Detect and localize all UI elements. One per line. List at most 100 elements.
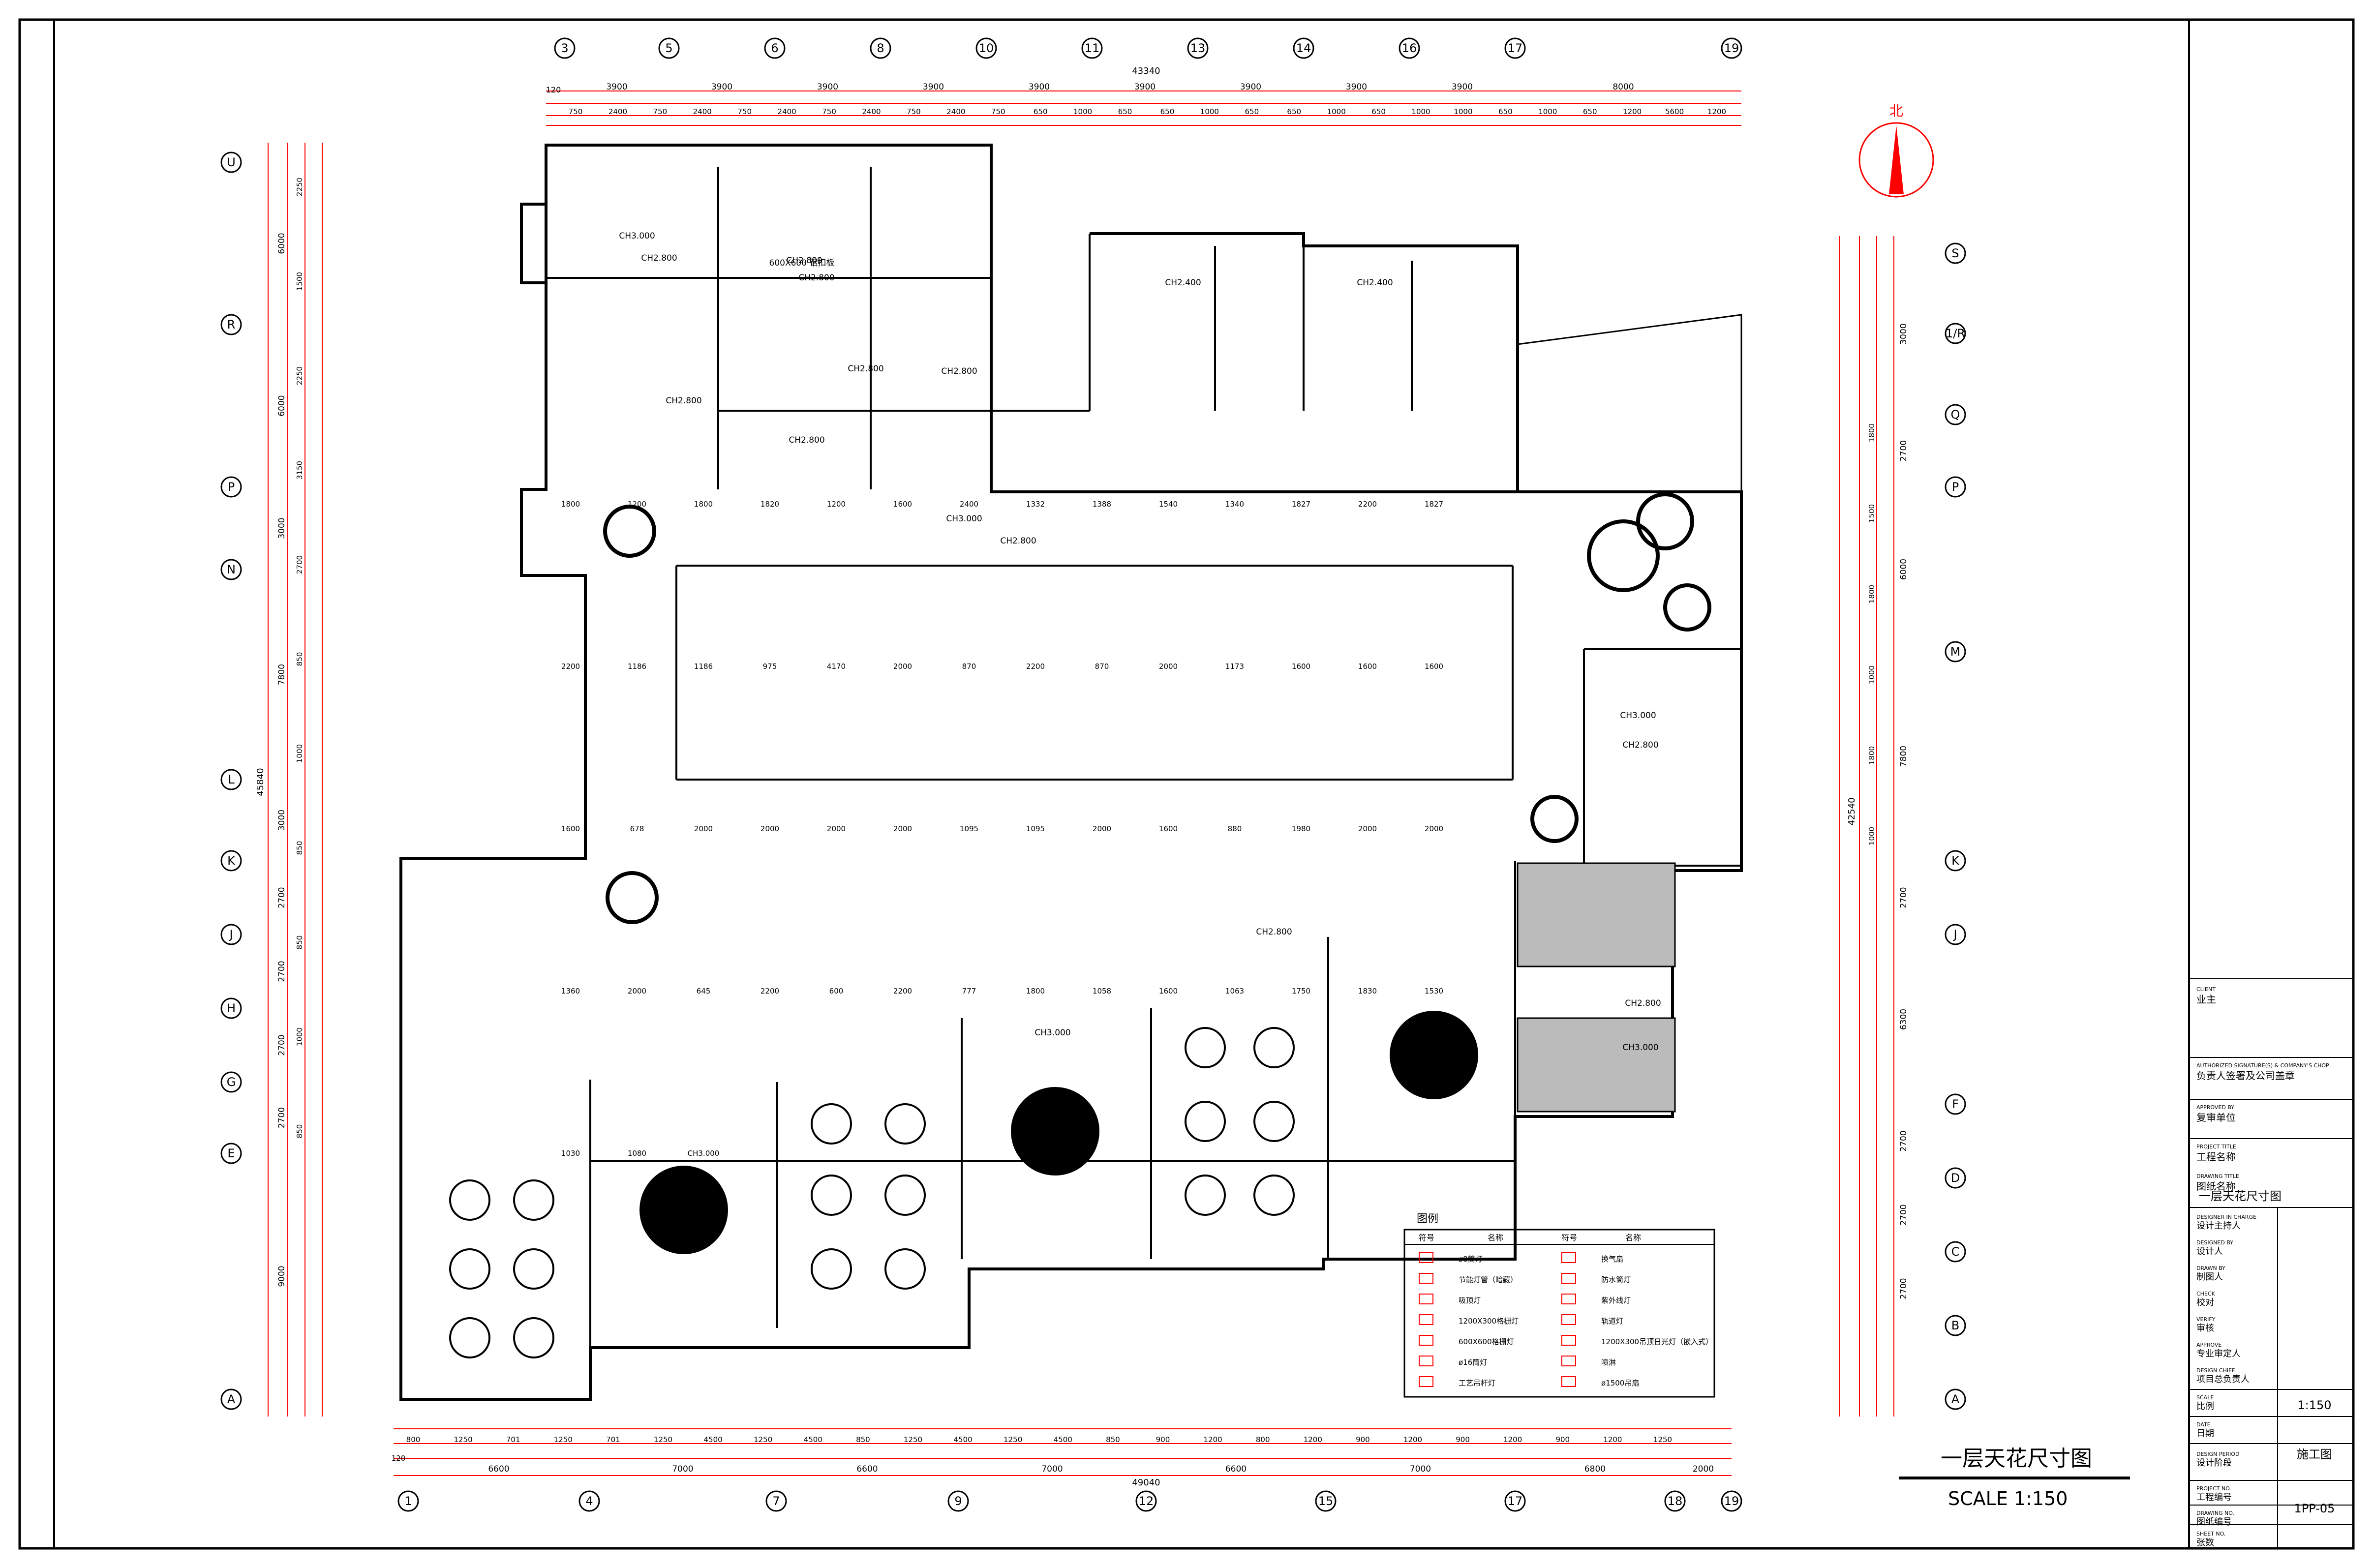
dim-bottom-span: 7000	[1041, 1464, 1063, 1474]
room-ceiling-label: CH2.800	[786, 256, 822, 266]
dim-top-sub: 650	[1498, 107, 1513, 116]
dim-top-sub: 750	[822, 107, 836, 116]
dim-left-sub: 850	[295, 652, 304, 666]
plan-dim-text: 2000	[827, 824, 846, 833]
inner-frame	[53, 19, 2190, 1549]
legend-item-right: ø1500吊扇	[1601, 1379, 1639, 1387]
plan-dim-text: 2000	[628, 987, 646, 995]
title-block-row-label: DESIGN PERIOD	[2196, 1451, 2240, 1457]
dim-top-sub: 2400	[946, 107, 965, 116]
title-block-field-value: 工程名称	[2196, 1151, 2236, 1163]
dim-right-sub: 1800	[1867, 585, 1876, 603]
left-dimension-lines	[268, 143, 323, 1417]
room-ceiling-label: CH3.000	[1622, 1043, 1658, 1053]
plan-dim-text: 1827	[1292, 500, 1310, 509]
title-block-field-value: 复审单位	[2196, 1112, 2236, 1123]
grid-left-G: G	[220, 1071, 242, 1093]
dim-top-sub: 650	[1371, 107, 1386, 116]
dim-right-span: 2700	[1899, 887, 1909, 908]
plan-dim-text: 1186	[628, 662, 646, 671]
legend-symbol	[1419, 1294, 1433, 1304]
dim-right-span: 7800	[1899, 746, 1909, 767]
room-ceiling-label: CH2.400	[1357, 278, 1393, 288]
dim-top-sub: 750	[991, 107, 1005, 116]
dim-right-span: 2700	[1899, 1204, 1909, 1225]
grid-bottom-4: 4	[578, 1490, 600, 1512]
legend-box	[1403, 1229, 1715, 1398]
grid-top-10: 10	[975, 37, 997, 59]
plan-dim-text: 870	[1095, 662, 1109, 671]
dim-top-sub: 1000	[1454, 107, 1472, 116]
dim-top-sub: 650	[1118, 107, 1132, 116]
grid-right-A: A	[1945, 1388, 1966, 1410]
room-ceiling-label: CH3.000	[619, 231, 655, 241]
dim-top-span: 8000	[1612, 82, 1634, 92]
dim-bottom-sub: 1250	[654, 1435, 672, 1444]
plan-dim-text: 1600	[561, 824, 580, 833]
room-ceiling-label: CH2.800	[789, 435, 824, 445]
title-block-drawing-name: 一层天花尺寸图	[2199, 1189, 2282, 1203]
plan-dim-text: 1030	[561, 1149, 580, 1158]
plan-dim-text: 1600	[1358, 662, 1377, 671]
dim-bottom-sub: 1200	[1304, 1435, 1322, 1444]
dim-top-sub: 2400	[862, 107, 881, 116]
room-ceiling-label: CH2.800	[666, 396, 701, 406]
title-block-row-value: 设计主持人	[2196, 1221, 2241, 1231]
grid-left-N: N	[220, 559, 242, 580]
plan-dim-text: 880	[1228, 824, 1242, 833]
dim-left-sub: 1000	[295, 1027, 304, 1046]
dim-left-sub: 2700	[295, 555, 304, 574]
plan-dim-text: 1820	[761, 500, 779, 509]
dim-right-span: 6000	[1899, 559, 1909, 580]
title-block-row-value: 张数	[2196, 1538, 2214, 1548]
plan-dim-text: 1332	[1026, 500, 1045, 509]
grid-right-P-label: P	[1952, 480, 1959, 494]
dim-right-span: 6300	[1899, 1009, 1909, 1030]
top-dimension-lines	[546, 90, 1741, 126]
dim-bottom-sub: 900	[1555, 1435, 1570, 1444]
grid-right-C-label: C	[1951, 1245, 1960, 1259]
dim-bottom-span: 6600	[488, 1464, 509, 1474]
grid-right-K: K	[1945, 850, 1966, 872]
plan-dim-text: 1980	[1292, 824, 1310, 833]
room-ceiling-label: CH3.000	[1620, 711, 1656, 721]
title-block-row-value: 设计人	[2196, 1246, 2223, 1257]
grid-bottom-4-label: 4	[585, 1494, 593, 1508]
dim-right-sub: 1500	[1867, 504, 1876, 523]
dim-top-sub: 650	[1160, 107, 1175, 116]
legend-item-right: 防水筒灯	[1601, 1275, 1631, 1284]
dim-top-span: 3900	[923, 82, 944, 92]
plan-dim-text: 1360	[561, 987, 580, 995]
grid-left-U: U	[220, 151, 242, 173]
grid-left-E: E	[220, 1143, 242, 1164]
dim-bottom-span: 6600	[856, 1464, 878, 1474]
room-ceiling-label: CH2.800	[1622, 740, 1658, 750]
grid-right-P: P	[1945, 476, 1966, 498]
plan-dim-text: 2200	[1358, 500, 1377, 509]
north-arrow: 北	[1858, 103, 1934, 198]
plan-dim-text: 1186	[694, 662, 713, 671]
grid-left-A-label: A	[227, 1392, 236, 1406]
dim-right-span: 2700	[1899, 1278, 1909, 1299]
grid-right-K-label: K	[1951, 854, 1960, 868]
legend-item-right: 喷淋	[1601, 1358, 1616, 1367]
title-block-row-value: 项目总负责人	[2196, 1374, 2250, 1385]
dim-right-sub: 1800	[1867, 423, 1876, 442]
plan-dim-text: 1095	[960, 824, 978, 833]
dim-right-sub: 1000	[1867, 665, 1876, 684]
plan-dim-text: 2200	[893, 987, 912, 995]
dim-right-span: 2700	[1899, 1130, 1909, 1151]
room-ceiling-label: CH2.400	[1165, 278, 1201, 288]
plan-dim-text: 1058	[1093, 987, 1111, 995]
dim-bottom-sub: 800	[406, 1435, 421, 1444]
dim-right-total: 42540	[1847, 797, 1857, 825]
plan-dim-text: 1800	[694, 500, 713, 509]
grid-right-F: F	[1945, 1093, 1966, 1115]
plan-dim-text: 600	[829, 987, 844, 995]
title-block-field-label: APPROVED BY	[2196, 1104, 2234, 1111]
plan-dim-text: 1200	[628, 500, 646, 509]
drawing-scale: SCALE 1:150	[1948, 1488, 2068, 1509]
grid-right-D: D	[1945, 1167, 1966, 1189]
title-block-row-label: APPROVE	[2196, 1342, 2221, 1348]
